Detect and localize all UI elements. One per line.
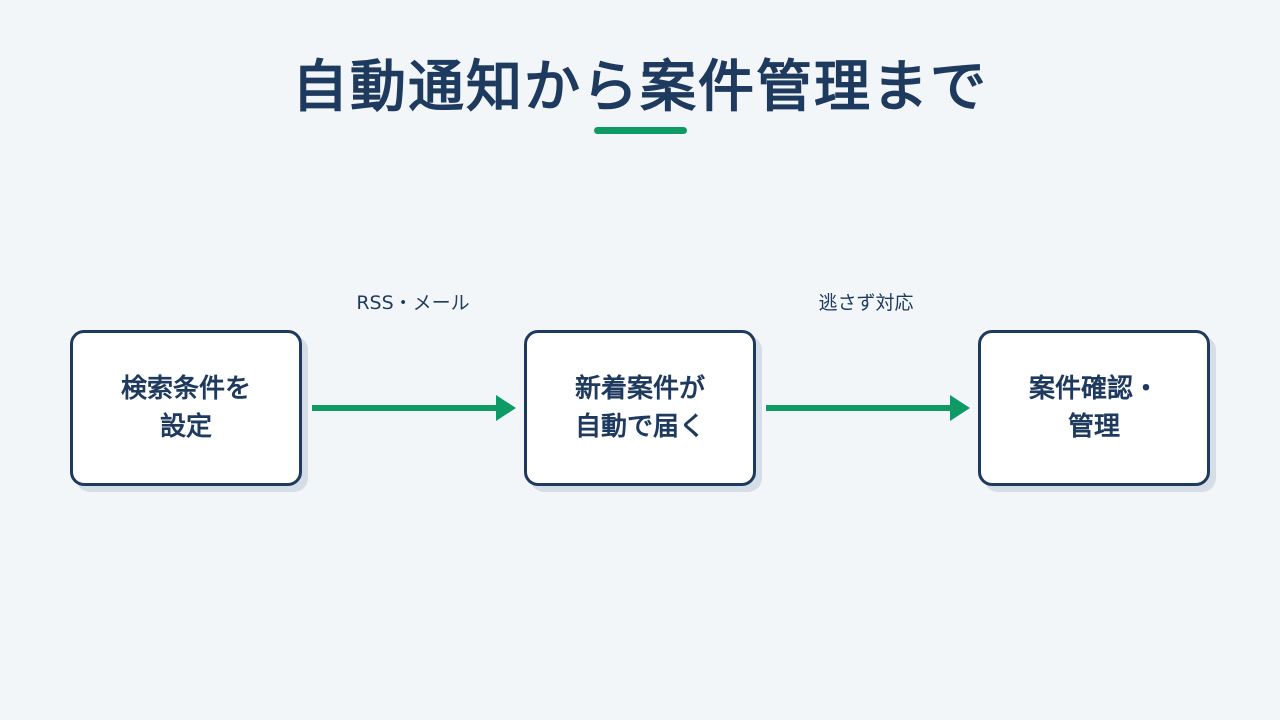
step-label-line: 管理 — [1067, 412, 1120, 442]
step-label-line: 新着案件が — [574, 374, 705, 404]
step-box-case-management: 案件確認・ 管理 — [978, 330, 1210, 486]
page-title: 自動通知から案件管理まで — [292, 55, 988, 120]
arrow-right-icon — [766, 395, 970, 421]
step-label-line: 検索条件を — [120, 374, 251, 404]
step-box-search-criteria: 検索条件を 設定 — [70, 330, 302, 486]
title-underline — [594, 127, 687, 134]
arrow-right-icon — [312, 395, 516, 421]
step-box-auto-notification: 新着案件が 自動で届く — [524, 330, 756, 486]
step-label-line: 設定 — [159, 412, 212, 442]
step-label-line: 自動で届く — [574, 412, 705, 442]
step-label-line: 案件確認・ — [1028, 374, 1159, 404]
connector-label: RSS・メール — [356, 292, 470, 314]
connector-label: 逃さず対応 — [818, 292, 914, 314]
